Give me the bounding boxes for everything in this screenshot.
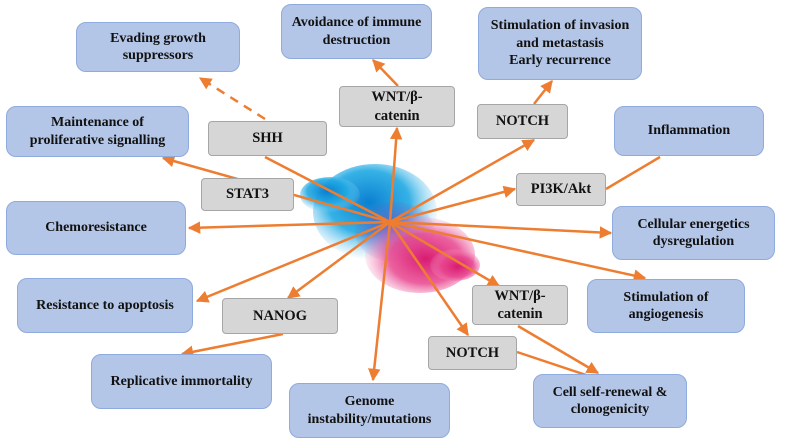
arrow-to-notch-bottom [388,221,470,337]
arrow-to-pi3k [389,185,517,224]
hallmark-inflammation: Inflammation [614,106,764,156]
pathway-pi3k-akt: PI3K/Akt [516,173,606,206]
hallmark-immune-destruction: Avoidance of immune destruction [281,4,432,59]
pathway-wnt-bottom: WNT/β- catenin [472,285,568,325]
arrow-to-wnt-top [388,126,403,223]
arrow-to-nanog [286,220,391,300]
hallmark-genome-instability: Genome instability/mutations [289,383,450,438]
hallmark-proliferative-signalling: Maintenance of proliferative signalling [6,106,189,157]
arrow-to-apoptosis [195,220,391,303]
arrow-pi3k-to-inflammation [605,155,661,191]
ink-pink-wisp [430,249,480,281]
arrow-wnt-to-selfrenewal [517,324,600,375]
hallmark-chemoresistance: Chemoresistance [6,201,186,255]
hallmark-angiogenesis: Stimulation of angiogenesis [587,279,745,333]
pathway-nanog: NANOG [222,298,338,334]
pathway-notch-top: NOTCH [477,104,568,139]
arrow-to-notch-top [389,138,536,224]
arrow-nanog-to-immortality [180,332,284,358]
arrow-to-genome [367,221,392,382]
dashed-arrow-shh-to-evading [198,76,266,121]
pathway-shh: SHH [208,121,327,156]
arrow-shh-to-center [264,155,391,224]
hallmark-invasion-metastasis: Stimulation of invasion and metastasis E… [478,7,642,80]
pathway-wnt-top: WNT/β- catenin [339,86,455,127]
hallmark-evading-suppressors: Evading growth suppressors [76,22,240,72]
arrow-to-wnt-bottom [389,220,501,288]
ink-cloud-image [300,164,480,293]
arrow-to-chemoresistance [187,220,391,234]
arrow-notch-to-invasion [533,80,553,105]
ink-cyan-wisp [300,177,360,213]
arrow-wnt-to-immune [372,59,399,87]
hallmark-apoptosis-resistance: Resistance to apoptosis [17,278,193,333]
arrow-to-angiogenesis [389,220,647,282]
hallmark-self-renewal: Cell self-renewal & clonogenicity [533,374,687,428]
pathway-stat3: STAT3 [201,178,294,211]
hallmark-replicative-immortality: Replicative immortality [91,354,272,409]
pathway-notch-bottom: NOTCH [428,336,517,370]
hallmark-energetics: Cellular energetics dysregulation [612,206,775,260]
arrow-to-energetics [389,220,613,239]
